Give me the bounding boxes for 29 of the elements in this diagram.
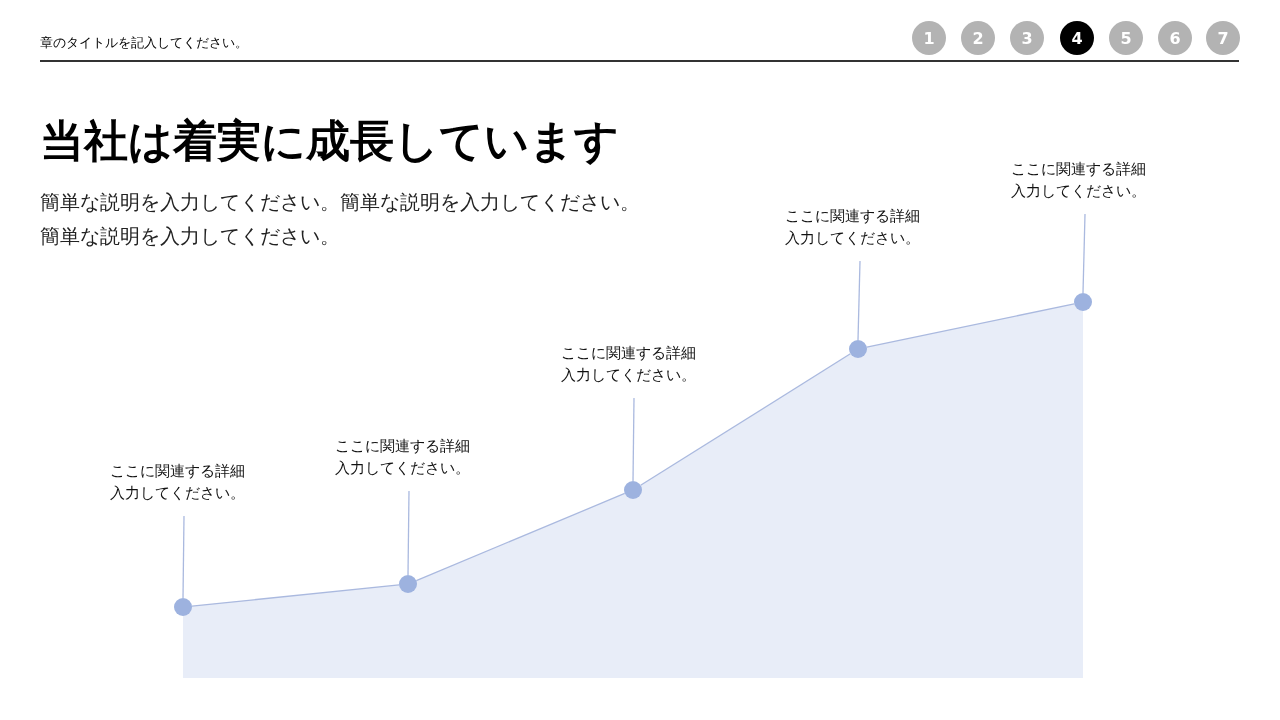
page-number: 5 [1109, 21, 1143, 55]
callout-text: ここに関連する詳細入力してください。 [561, 342, 703, 386]
chart-line [640, 353, 851, 486]
data-point [399, 575, 417, 593]
callout-text: ここに関連する詳細入力してください。 [785, 205, 927, 249]
description-text: 簡単な説明を入力してください。簡単な説明を入力してください。簡単な説明を入力してください。 [40, 189, 641, 250]
data-point [624, 481, 642, 499]
page-number: 6 [1158, 21, 1192, 55]
leader-line [857, 260, 861, 341]
page-number: 7 [1206, 21, 1240, 55]
leader-line [182, 515, 185, 599]
chart-line [866, 303, 1075, 348]
data-point [174, 598, 192, 616]
callout-text: ここに関連する詳細入力してください。 [335, 435, 477, 479]
data-point [1074, 293, 1092, 311]
leader-line [407, 490, 410, 576]
callout-text: ここに関連する詳細入力してください。 [110, 460, 252, 504]
page-number: 3 [1010, 21, 1044, 55]
page-number: 2 [961, 21, 995, 55]
page-number: 1 [912, 21, 946, 55]
callout-text: ここに関連する詳細入力してください。 [1011, 158, 1153, 202]
chart-line [415, 492, 626, 582]
chart-line [191, 584, 400, 607]
page-number: 4 [1060, 21, 1094, 55]
chapter-title: 章のタイトルを記入してください。 [40, 34, 248, 52]
slide-title: 当社は着実に成長しています [40, 114, 619, 168]
data-point [849, 340, 867, 358]
leader-line [1082, 213, 1086, 294]
leader-line [632, 397, 635, 482]
